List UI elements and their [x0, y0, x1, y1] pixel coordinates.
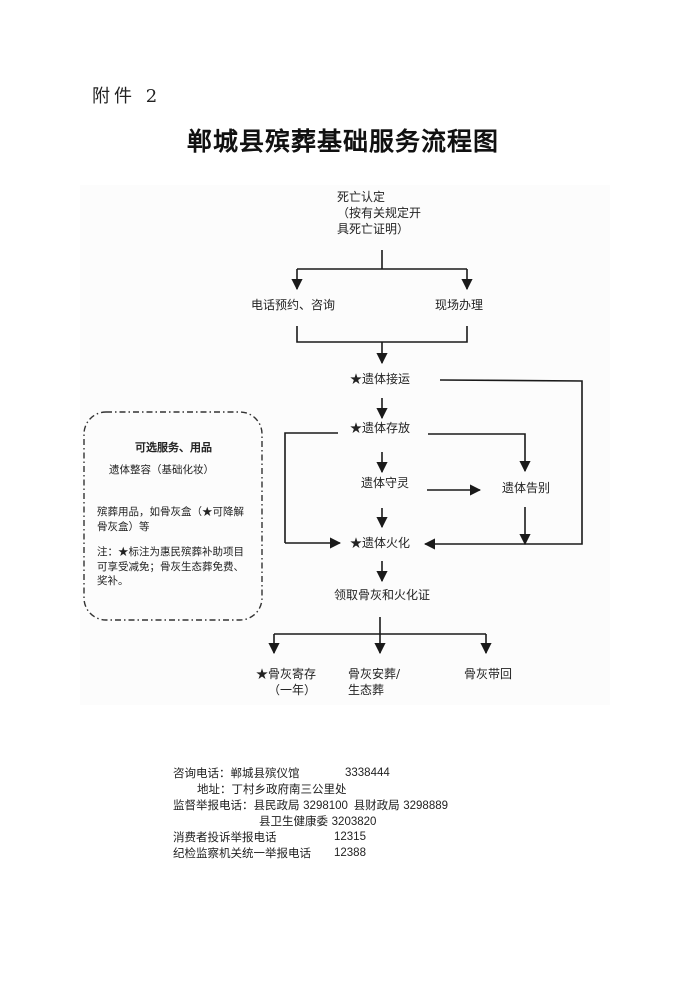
node-cremation: ★遗体火化: [350, 536, 411, 550]
node-death-confirm: 死亡认定 （按有关规定开 具死亡证明）: [337, 189, 421, 237]
finance-label: 县财政局: [353, 798, 400, 812]
optional-box-title: 可选服务、用品: [135, 441, 212, 454]
optional-item-supplies: 殡葬用品，如骨灰盒（★可降解 骨灰盒）等: [97, 505, 244, 534]
optional-box-note: 注：★标注为惠民殡葬补助项目 可享受减免；骨灰生态葬免费、 奖补。: [97, 545, 244, 589]
optional-item-supplies-line1: 殡葬用品，如骨灰盒（★可降解: [97, 506, 244, 518]
flowchart-background: [80, 185, 610, 705]
death-confirm-line2: （按有关规定开: [337, 206, 422, 220]
node-transport: ★遗体接运: [350, 372, 411, 386]
connector-storage-to-farewell: [428, 433, 526, 448]
optional-item-makeup: 遗体整容（基础化妆）: [109, 464, 214, 476]
finance-number: 3298889: [403, 800, 449, 812]
node-ash-burial: 骨灰安葬/ 生态葬: [348, 666, 400, 698]
ash-deposit-line2: （一年）: [268, 683, 317, 697]
node-ash-take-home: 骨灰带回: [464, 667, 513, 681]
health-label: 县卫生健康委: [259, 814, 328, 828]
connector-transport-loop: [439, 379, 583, 545]
annex-label: 附件 2: [92, 86, 162, 107]
consumer-number: 12315: [334, 831, 366, 843]
death-confirm-line3: 具死亡证明）: [337, 222, 410, 236]
note-line1: 注：★标注为惠民殡葬补助项目: [97, 546, 244, 558]
ash-deposit-line1: ★骨灰寄存: [256, 667, 317, 681]
consumer-label: 消费者投诉举报电话: [173, 830, 277, 844]
footer-address: 地址：丁村乡政府南三公里处: [197, 782, 347, 796]
civil-affairs-number: 3298100: [303, 800, 348, 812]
node-farewell: 遗体告别: [502, 481, 551, 495]
node-vigil: 遗体守灵: [361, 476, 410, 490]
node-onsite: 现场办理: [435, 298, 484, 312]
footer-consult-line: 咨询电话：郸城县殡仪馆: [173, 765, 300, 781]
footer-health-line: 县卫生健康委 3203820: [259, 813, 376, 830]
discipline-number: 12388: [334, 847, 366, 859]
note-line2: 可享受减免；骨灰生态葬免费、: [97, 560, 244, 573]
connector-storage-left-loop: [284, 432, 338, 543]
consult-label: 咨询电话：郸城县殡仪馆: [173, 766, 300, 780]
node-phone-booking: 电话预约、咨询: [251, 298, 336, 312]
optional-item-supplies-line2: 骨灰盒）等: [97, 520, 150, 533]
optional-services-box-border: [83, 411, 263, 621]
supervise-label: 监督举报电话：县民政局: [173, 798, 300, 812]
connector-merge: [296, 326, 468, 343]
ash-burial-line2: 生态葬: [348, 683, 385, 697]
note-line3: 奖补。: [97, 575, 129, 587]
consult-number: 3338444: [345, 767, 390, 779]
node-storage: ★遗体存放: [350, 421, 411, 435]
ash-burial-line1: 骨灰安葬/: [348, 667, 401, 681]
node-ash-deposit: ★骨灰寄存 （一年）: [256, 666, 316, 698]
node-collect: 领取骨灰和火化证: [334, 588, 431, 602]
discipline-label: 纪检监察机关统一举报电话: [173, 846, 311, 860]
document-title: 郸城县殡葬基础服务流程图: [187, 127, 500, 156]
health-number: 3203820: [331, 816, 377, 828]
death-confirm-line1: 死亡认定: [337, 190, 386, 204]
footer-supervise-line: 监督举报电话：县民政局 3298100 县财政局 3298889: [173, 797, 448, 814]
